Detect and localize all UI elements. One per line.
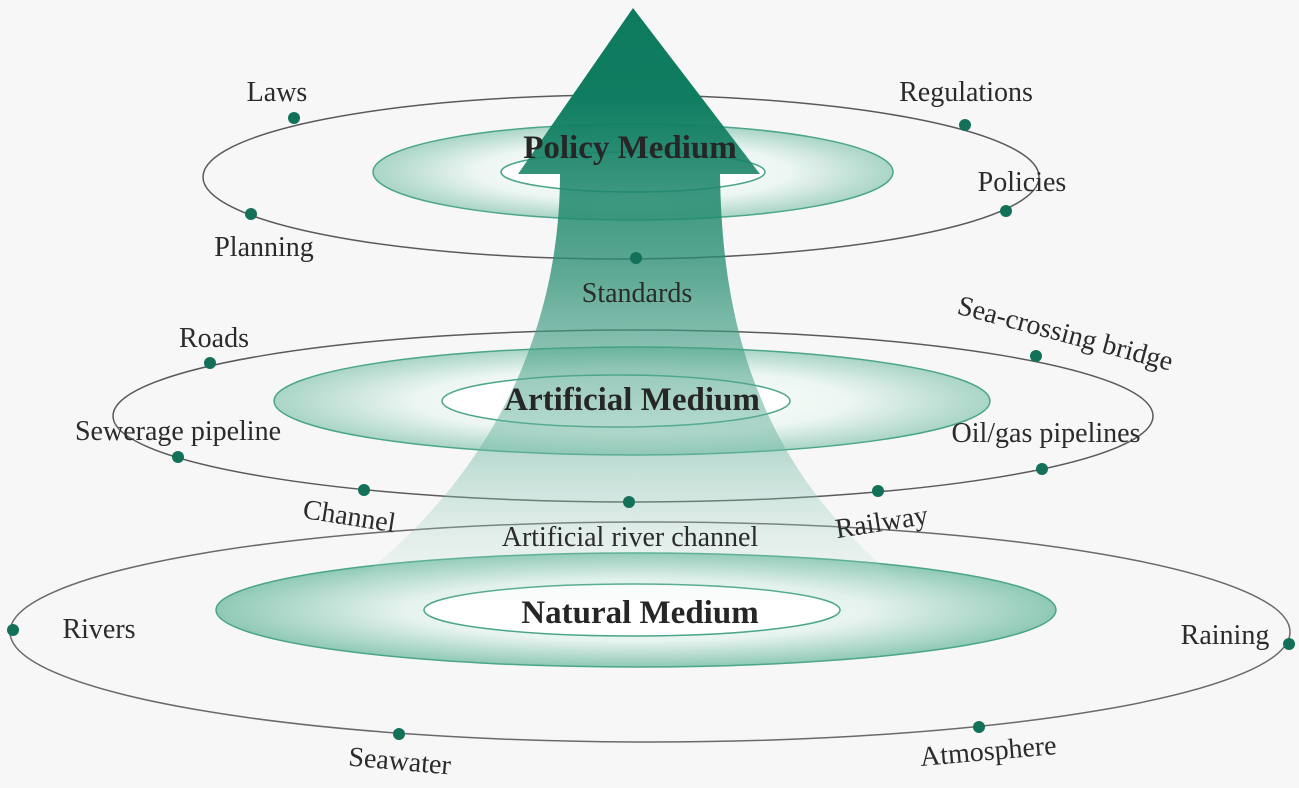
dot-atmosphere bbox=[973, 721, 985, 733]
label-raining: Raining bbox=[1181, 620, 1270, 651]
label-laws: Laws bbox=[247, 77, 308, 108]
label-artificial-river-channel: Artificial river channel bbox=[502, 522, 759, 553]
label-rivers: Rivers bbox=[62, 614, 135, 645]
upward-arrow bbox=[330, 8, 925, 600]
dot-roads bbox=[204, 357, 216, 369]
label-regulations: Regulations bbox=[899, 77, 1033, 108]
dot-sea-crossing-bridge bbox=[1030, 350, 1042, 362]
label-seawater: Seawater bbox=[347, 742, 453, 782]
dot-planning bbox=[245, 208, 257, 220]
label-planning: Planning bbox=[214, 232, 314, 263]
label-railway: Railway bbox=[833, 500, 930, 545]
dot-regulations bbox=[959, 119, 971, 131]
dot-seawater bbox=[393, 728, 405, 740]
label-roads: Roads bbox=[179, 323, 249, 354]
dot-artificial-river-channel bbox=[623, 496, 635, 508]
dot-railway bbox=[872, 485, 884, 497]
label-policies: Policies bbox=[978, 167, 1067, 198]
dot-channel bbox=[358, 484, 370, 496]
dot-laws bbox=[288, 112, 300, 124]
dot-standards bbox=[630, 252, 642, 264]
label-oil-gas-pipelines: Oil/gas pipelines bbox=[952, 418, 1141, 449]
artificial-medium-title: Artificial Medium bbox=[504, 382, 760, 418]
label-standards: Standards bbox=[582, 278, 692, 309]
policy-medium-title: Policy Medium bbox=[523, 130, 737, 166]
label-sewerage-pipeline: Sewerage pipeline bbox=[75, 416, 281, 447]
label-sea-crossing-bridge: Sea-crossing bridge bbox=[954, 290, 1176, 377]
dot-raining bbox=[1283, 638, 1295, 650]
label-channel: Channel bbox=[301, 494, 398, 539]
dot-oil-gas-pipelines bbox=[1036, 463, 1048, 475]
natural-medium-title: Natural Medium bbox=[521, 595, 758, 631]
dot-policies bbox=[1000, 205, 1012, 217]
label-atmosphere: Atmosphere bbox=[919, 730, 1058, 773]
node-dots bbox=[7, 112, 1295, 740]
dot-rivers bbox=[7, 624, 19, 636]
dot-sewerage-pipeline bbox=[172, 451, 184, 463]
